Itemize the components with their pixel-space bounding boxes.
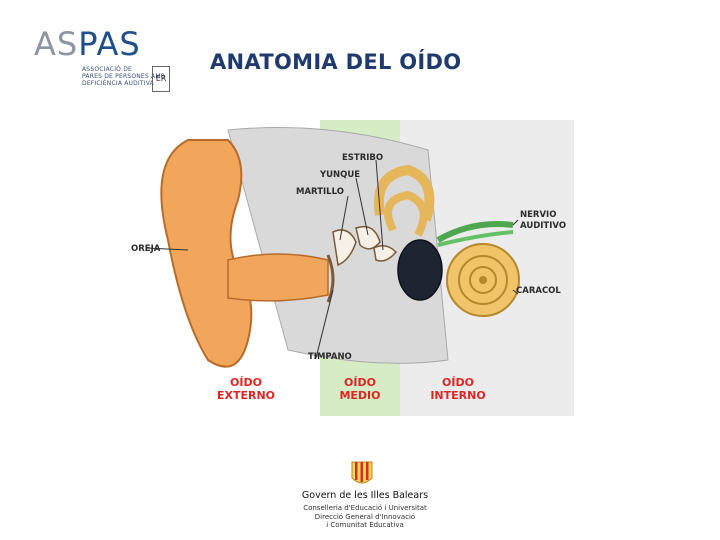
zone-externo-line1: OÍDO	[230, 376, 262, 389]
label-timpano: TIMPANO	[308, 352, 352, 362]
line-martillo	[339, 195, 349, 241]
government-department: Conselleria d'Educació i Universitat Dir…	[303, 504, 427, 529]
label-auditivo: AUDITIVO	[520, 221, 567, 231]
leader-lines	[145, 159, 519, 359]
zone-medio-line1: OÍDO	[344, 376, 376, 389]
ear-anatomy-diagram: ESTRIBO YUNQUE MARTILLO NERVIO AUDITIVO …	[128, 120, 574, 416]
vestibule	[397, 239, 443, 301]
line-caracol	[512, 289, 519, 295]
line-nervio	[512, 219, 519, 226]
stapes	[373, 245, 398, 262]
zone-label-medio: OÍDO MEDIO	[320, 376, 400, 402]
label-martillo: MARTILLO	[296, 187, 344, 197]
logo-as: AS	[34, 25, 79, 63]
logo-subtitle: ASSOCIACIÓ DE PARES DE PERSONES AMB DEFI…	[82, 66, 166, 87]
line-oreja	[145, 247, 189, 251]
zone-interno-line1: OÍDO	[442, 376, 474, 389]
logo-seal: ER	[152, 66, 170, 92]
label-estribo: ESTRIBO	[342, 153, 384, 163]
aspas-logo: ASPAS ASSOCIACIÓ DE PARES DE PERSONES AM…	[34, 26, 184, 96]
zone-interno-line2: INTERNO	[430, 389, 486, 402]
balearic-crest-icon	[351, 461, 373, 484]
zone-label-interno: OÍDO INTERNO	[418, 376, 498, 402]
page-title: ANATOMIA DEL OÍDO	[210, 50, 462, 74]
outer-ear	[160, 139, 253, 368]
label-yunque: YUNQUE	[320, 170, 361, 180]
eardrum	[326, 254, 335, 303]
auditory-nerve	[436, 221, 514, 243]
line-yunque	[355, 177, 369, 236]
government-logo: Govern de les Illes Balears Conselleria …	[300, 460, 430, 535]
zone-medio-line2: MEDIO	[339, 389, 381, 402]
ear-canal	[227, 253, 329, 302]
zone-label-externo: OÍDO EXTERNO	[206, 376, 286, 402]
label-oreja: OREJA	[131, 244, 161, 254]
government-name: Govern de les Illes Balears	[301, 490, 429, 501]
line-estribo	[375, 159, 384, 251]
logo-pas: PAS	[78, 25, 141, 63]
semicircular-canal-2	[384, 190, 428, 237]
label-caracol: CARACOL	[516, 286, 561, 296]
line-timpano	[315, 289, 334, 359]
semicircular-canal-1	[373, 164, 435, 222]
logo-wordmark: ASPAS	[34, 26, 141, 62]
ear-illustration	[145, 120, 574, 416]
zone-externo-line2: EXTERNO	[216, 389, 276, 402]
label-nervio: NERVIO	[520, 210, 557, 220]
